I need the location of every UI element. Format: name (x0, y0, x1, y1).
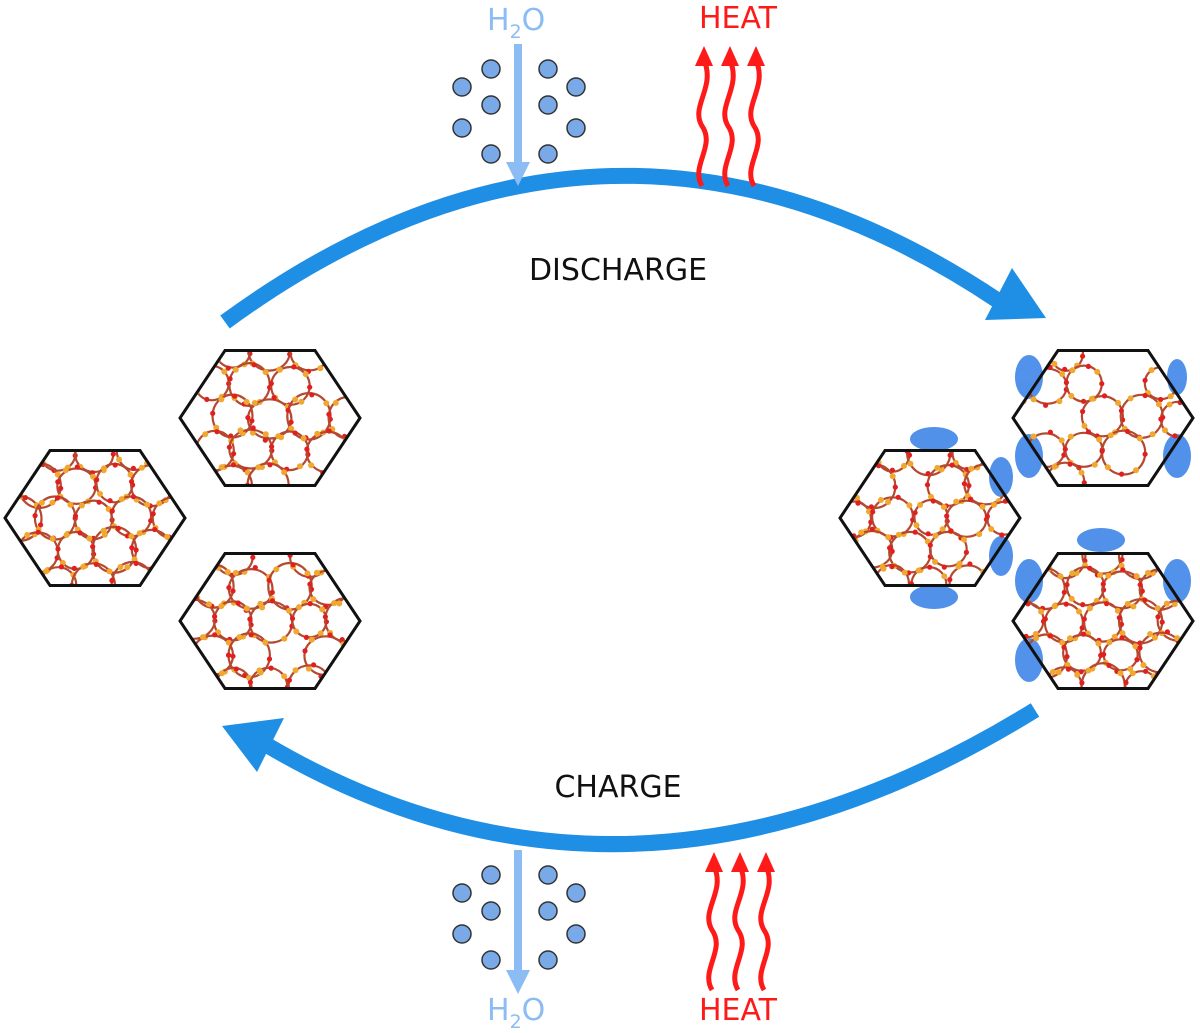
hexagon-border (178, 349, 362, 487)
hexagon-border (1011, 552, 1195, 690)
water-molecule-icon (452, 924, 472, 944)
hexagon-border (3, 449, 187, 587)
water-molecule-icon (538, 865, 558, 885)
top-water-label: H2O (487, 3, 545, 43)
hexagon-border (1011, 349, 1195, 487)
heat-wave-icon (696, 59, 710, 188)
water-molecule-icon (538, 144, 558, 164)
bottom-water-arrow (506, 850, 530, 994)
water-molecule-icon (452, 883, 472, 903)
water-molecule-icon (566, 924, 586, 944)
heat-arrowhead-icon (731, 852, 749, 872)
heat-arrowhead-icon (705, 852, 723, 872)
heat-wave-icon (732, 864, 746, 992)
discharge-label: DISCHARGE (529, 253, 707, 288)
water-molecule-icon (538, 950, 558, 970)
water-molecule-icon (481, 144, 501, 164)
heat-wave-icon (722, 59, 736, 188)
top-heat-waves (696, 59, 762, 188)
heat-wave-icon (706, 864, 720, 992)
water-molecule-icon (481, 59, 501, 79)
water-molecule-icon (538, 901, 558, 921)
water-molecule-icon (481, 950, 501, 970)
heat-arrowhead-icon (695, 46, 713, 66)
heat-wave-icon (748, 59, 762, 188)
water-molecule-icon (538, 95, 558, 115)
heat-arrowhead-icon (747, 46, 765, 66)
water-molecule-icon (566, 118, 586, 138)
adsorbed-water-blobs (910, 355, 1191, 682)
heat-arrowhead-icon (721, 46, 739, 66)
bottom-heat-label: HEAT (699, 993, 778, 1028)
water-molecule-icon (452, 118, 472, 138)
charge-arrow (222, 703, 1040, 853)
bottom-water-label: H2O (487, 993, 545, 1033)
top-heat-label: HEAT (699, 1, 778, 36)
water-molecule-icon (481, 865, 501, 885)
discharge-arrow (220, 167, 1046, 329)
water-molecule-icon (452, 77, 472, 97)
water-molecule-icon (481, 95, 501, 115)
top-water-molecules (452, 59, 586, 164)
top-water-arrow (506, 44, 530, 186)
water-molecule-icon (538, 59, 558, 79)
water-molecule-icon (566, 77, 586, 97)
heat-wave-icon (758, 864, 772, 992)
water-molecule-icon (481, 901, 501, 921)
hexagon-border (178, 552, 362, 690)
water-molecule-icon (566, 883, 586, 903)
framework-wet-top (1011, 349, 1195, 487)
charge-label: CHARGE (554, 770, 681, 805)
hexagon-border (838, 449, 1022, 587)
heat-arrowhead-icon (757, 852, 775, 872)
bottom-water-molecules (452, 865, 586, 970)
bottom-heat-waves (706, 864, 772, 992)
framework-dry-bottom (178, 552, 362, 690)
